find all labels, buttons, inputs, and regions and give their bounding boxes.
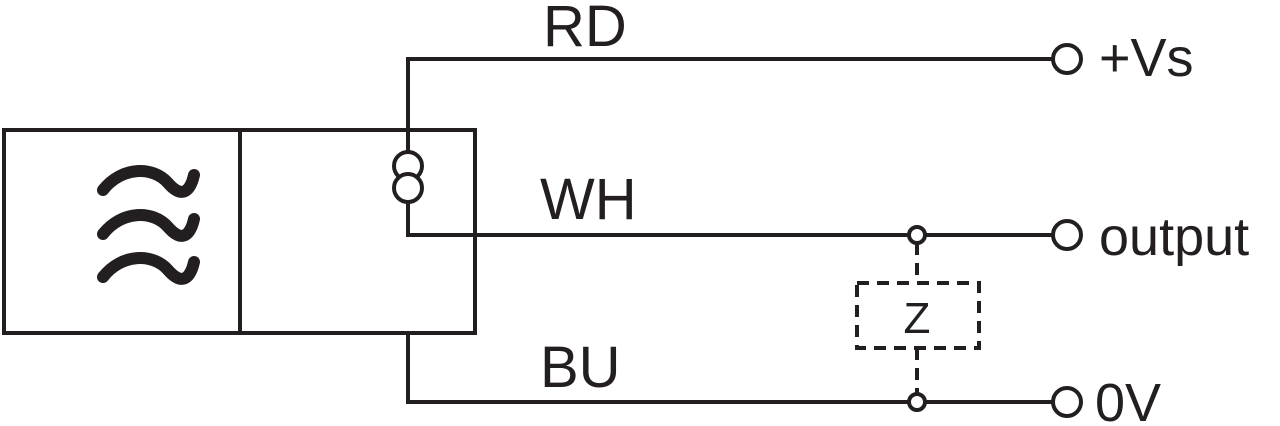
wire-label-rd: RD: [543, 0, 627, 59]
terminal-label-vs: +Vs: [1099, 28, 1194, 88]
current-source-circle-lower: [392, 172, 424, 204]
wave-line-1: [97, 165, 200, 198]
wire-middle: [406, 202, 1083, 251]
terminal-label-output: output: [1099, 207, 1249, 267]
current-source-icon: [392, 150, 424, 204]
junction-0v: [907, 392, 927, 412]
terminal-label-0v: 0V: [1095, 373, 1161, 426]
wire-middle-line: [406, 202, 1052, 237]
load-label: Z: [904, 294, 931, 343]
load-z: Z: [855, 225, 981, 412]
terminal-vs: [1051, 43, 1083, 75]
terminal-output: [1051, 219, 1083, 251]
wire-top-line: [406, 57, 1052, 152]
wire-label-bu: BU: [540, 335, 621, 400]
junction-output: [907, 225, 927, 245]
wave-icon: [97, 165, 200, 285]
sensor-body: [2, 128, 477, 335]
wire-bottom-line: [406, 333, 1052, 404]
terminal-0v: [1051, 386, 1083, 418]
wire-top: [406, 43, 1083, 152]
wave-line-3: [97, 252, 200, 285]
wire-bottom: [406, 333, 1083, 418]
wave-line-2: [97, 209, 200, 242]
wire-label-wh: WH: [540, 167, 637, 232]
